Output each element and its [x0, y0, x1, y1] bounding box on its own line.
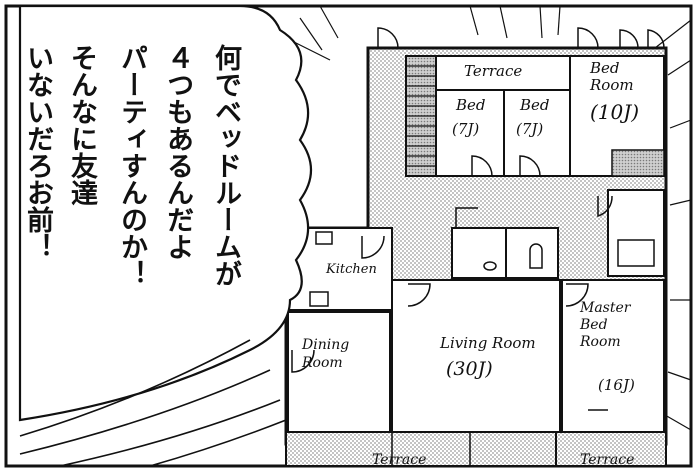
- speech-line-3: パーティすんのか！: [116, 44, 147, 287]
- label-master-bed-room-size: (16J): [598, 376, 635, 394]
- label-bed-a: Bed: [456, 96, 486, 114]
- label-living-room-size: (30J): [446, 358, 493, 380]
- label-bed-a-size: (7J): [452, 120, 480, 138]
- speech-line-5: いないだろお前！: [22, 44, 53, 260]
- label-bed-b: Bed: [520, 96, 550, 114]
- label-living-room: Living Room: [440, 334, 536, 352]
- speech-line-1: 何でベッドルームが: [210, 44, 241, 287]
- label-master-bed-room: Master Bed Room: [580, 300, 631, 350]
- label-terrace-bottom-left: Terrace: [372, 452, 427, 468]
- label-bed-b-size: (7J): [516, 120, 544, 138]
- speech-line-2: ４つもあるんだよ: [162, 44, 193, 260]
- speech-line-4: そんなに友達: [66, 44, 97, 206]
- label-bed-room-corner: Bed Room: [590, 59, 634, 94]
- label-dining-room: Dining Room: [302, 337, 350, 371]
- label-terrace-bottom-right: Terrace: [580, 452, 635, 468]
- speed-lines: [289, 5, 692, 431]
- motion-streaks: [19, 339, 287, 467]
- label-terrace-top: Terrace: [464, 62, 523, 80]
- label-bed-room-corner-size: (10J): [590, 100, 640, 124]
- label-kitchen: Kitchen: [326, 262, 377, 277]
- floor-plan: [284, 27, 668, 467]
- speech-bubble-shape: [18, 4, 312, 422]
